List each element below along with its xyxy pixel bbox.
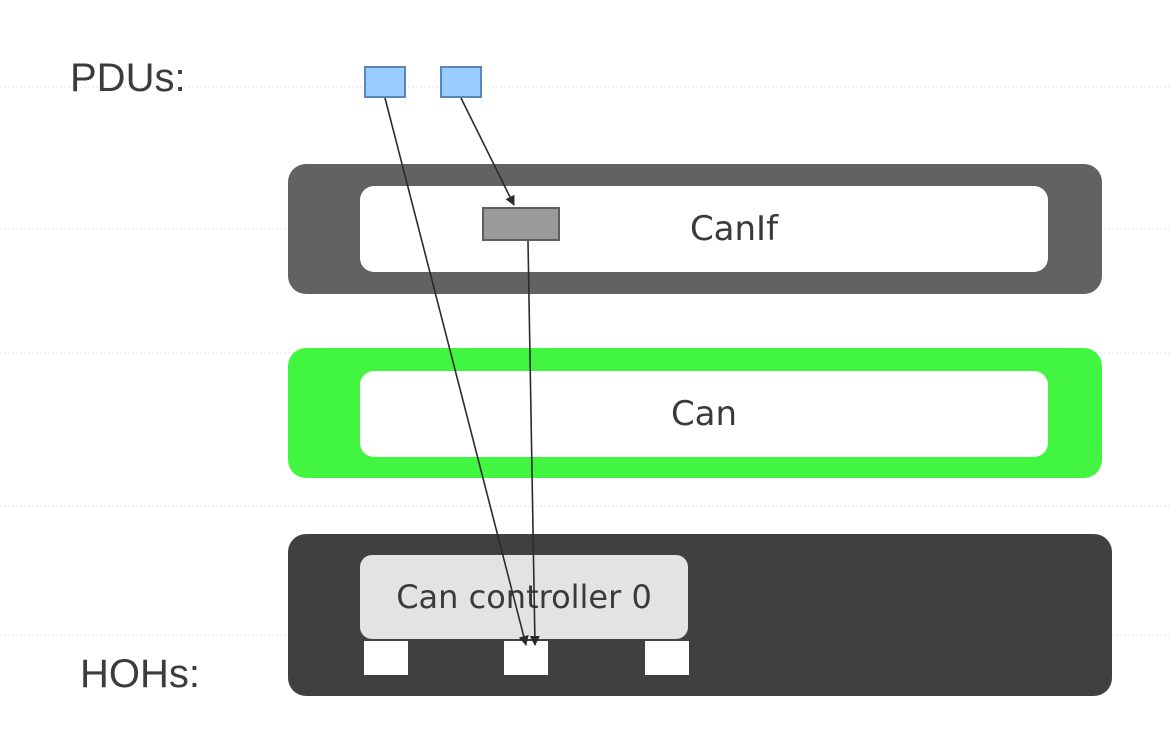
canif-pdu-slot[interactable] bbox=[482, 207, 560, 241]
grid-line bbox=[0, 86, 1170, 88]
pdus-label: PDUs: bbox=[70, 56, 186, 100]
hoh-box[interactable] bbox=[364, 641, 408, 675]
canif-layer-inner: CanIf bbox=[360, 186, 1048, 272]
grid-line bbox=[0, 505, 1170, 507]
can-layer-inner: Can bbox=[360, 371, 1048, 457]
hoh-box[interactable] bbox=[645, 641, 689, 675]
can-label: Can bbox=[670, 394, 738, 434]
pdu-box[interactable] bbox=[364, 66, 406, 98]
canif-label: CanIf bbox=[689, 209, 779, 249]
controller-label: Can controller 0 bbox=[396, 578, 652, 616]
can-controller-0[interactable]: Can controller 0 bbox=[360, 555, 688, 639]
hoh-box[interactable] bbox=[504, 641, 548, 675]
pdu-box[interactable] bbox=[440, 66, 482, 98]
hohs-label: HOHs: bbox=[80, 652, 200, 696]
